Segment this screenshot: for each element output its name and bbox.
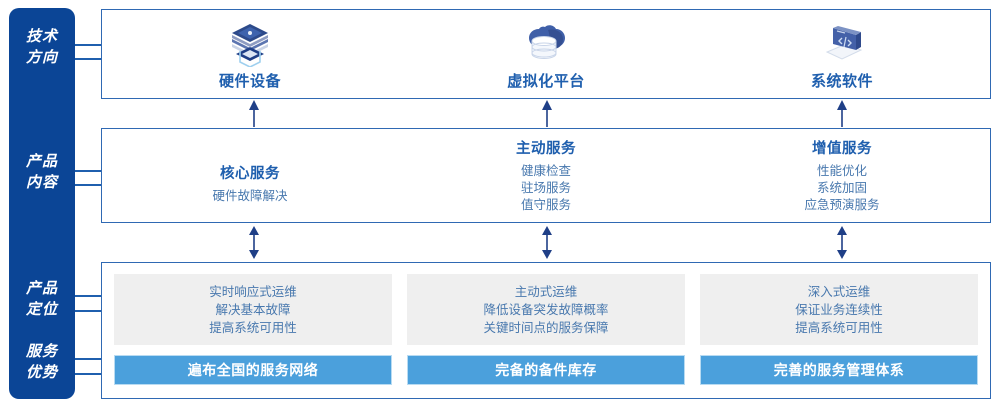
rail-label-line-1: 技术: [25, 28, 58, 45]
tech-item-virtualization[interactable]: 虚拟化平台: [398, 10, 694, 98]
bottom-column-3: 深入式运维 保证业务连续性 提高系统可用性 完善的服务管理体系: [700, 274, 978, 386]
rail-label-line-1: 服务: [25, 343, 58, 360]
rail-label-line-2: 方向: [25, 49, 58, 66]
positioning-line: 解决基本故障: [215, 302, 291, 317]
connector-positioning-bottom: [75, 310, 101, 312]
tech-item-label: 系统软件: [810, 73, 873, 90]
rail-label-line-2: 内容: [25, 174, 58, 191]
product-column-value-added-service[interactable]: 增值服务 性能优化 系统加固 应急预演服务: [694, 129, 990, 222]
rail-label-line-2: 定位: [25, 301, 58, 318]
rail-label-product-content: 产品 内容: [9, 151, 75, 193]
positioning-line: 关键时间点的服务保障: [483, 320, 609, 335]
product-column-item: 应急预演服务: [804, 198, 880, 212]
product-column-item: 驻场服务: [520, 181, 571, 195]
product-column-item: 性能优化: [816, 164, 867, 178]
tech-direction-row: 硬件设备 虚拟化平台: [102, 10, 990, 98]
product-column-item: 硬件故障解决: [212, 189, 288, 203]
product-content-panel: 核心服务 硬件故障解决 主动服务 健康检查 驻场服务 值守服务 增值服务 性能优…: [101, 128, 991, 223]
tech-item-label: 硬件设备: [218, 73, 281, 90]
rail-label-tech-direction: 技术 方向: [9, 26, 75, 68]
connector-tech-top: [75, 44, 101, 46]
laptop-code-icon: [825, 26, 863, 60]
advantage-bar-service-network[interactable]: 遍布全国的服务网络: [114, 355, 392, 385]
arrow-up-hardware: [249, 100, 259, 127]
product-column-proactive-service[interactable]: 主动服务 健康检查 驻场服务 值守服务: [398, 129, 694, 222]
arrow-up-virtualization: [542, 100, 552, 127]
product-column-title: 核心服务: [220, 166, 280, 182]
connector-content-bottom: [75, 184, 101, 186]
arrow-double-proactive: [542, 226, 552, 259]
positioning-box-proactive[interactable]: 主动式运维 降低设备突发故障概率 关键时间点的服务保障: [407, 274, 685, 345]
arrow-double-core: [249, 226, 259, 259]
category-rail: [9, 8, 75, 399]
product-column-item: 值守服务: [520, 198, 571, 212]
tech-direction-panel: 硬件设备 虚拟化平台: [101, 9, 991, 99]
arrow-up-system-software: [837, 100, 847, 127]
connector-content-top: [75, 170, 101, 172]
positioning-line: 主动式运维: [514, 284, 578, 299]
positioning-box-indepth[interactable]: 深入式运维 保证业务连续性 提高系统可用性: [700, 274, 978, 345]
product-column-title: 主动服务: [516, 141, 576, 157]
product-column-core-service[interactable]: 核心服务 硬件故障解决: [102, 129, 398, 222]
connector-positioning-top: [75, 295, 101, 297]
product-content-row: 核心服务 硬件故障解决 主动服务 健康检查 驻场服务 值守服务 增值服务 性能优…: [102, 129, 990, 222]
connector-tech-bottom: [75, 58, 101, 60]
tech-item-system-software[interactable]: 系统软件: [694, 10, 990, 98]
positioning-line: 提高系统可用性: [209, 320, 297, 335]
rail-label-line-2: 优势: [25, 364, 58, 381]
tech-item-hardware[interactable]: 硬件设备: [102, 10, 398, 98]
positioning-box-realtime[interactable]: 实时响应式运维 解决基本故障 提高系统可用性: [114, 274, 392, 345]
server-stack-icon: [232, 24, 268, 67]
bottom-column-1: 实时响应式运维 解决基本故障 提高系统可用性 遍布全国的服务网络: [114, 274, 392, 386]
rail-label-service-advantage: 服务 优势: [9, 341, 75, 383]
rail-label-line-1: 产品: [25, 280, 58, 297]
tech-item-label: 虚拟化平台: [507, 73, 585, 90]
cloud-database-icon: [529, 25, 565, 60]
advantage-bar-spare-parts[interactable]: 完备的备件库存: [407, 355, 685, 385]
positioning-line: 提高系统可用性: [795, 320, 883, 335]
rail-label-line-1: 产品: [25, 153, 58, 170]
positioning-line: 深入式运维: [807, 284, 871, 299]
positioning-line: 实时响应式运维: [209, 284, 297, 299]
positioning-line: 降低设备突发故障概率: [483, 302, 609, 317]
advantage-bar-management-system[interactable]: 完善的服务管理体系: [700, 355, 978, 385]
product-column-title: 增值服务: [812, 141, 872, 157]
arrow-double-value-added: [837, 226, 847, 259]
connector-advantage-bottom: [75, 373, 101, 375]
product-column-item: 系统加固: [816, 181, 867, 195]
positioning-advantage-panel: 实时响应式运维 解决基本故障 提高系统可用性 遍布全国的服务网络 主动式运维 降…: [101, 262, 991, 399]
product-column-item: 健康检查: [520, 164, 571, 178]
rail-label-product-positioning: 产品 定位: [9, 278, 75, 320]
connector-advantage-top: [75, 358, 101, 360]
positioning-line: 保证业务连续性: [795, 302, 883, 317]
bottom-column-2: 主动式运维 降低设备突发故障概率 关键时间点的服务保障 完备的备件库存: [407, 274, 685, 386]
positioning-advantage-row: 实时响应式运维 解决基本故障 提高系统可用性 遍布全国的服务网络 主动式运维 降…: [102, 263, 990, 398]
